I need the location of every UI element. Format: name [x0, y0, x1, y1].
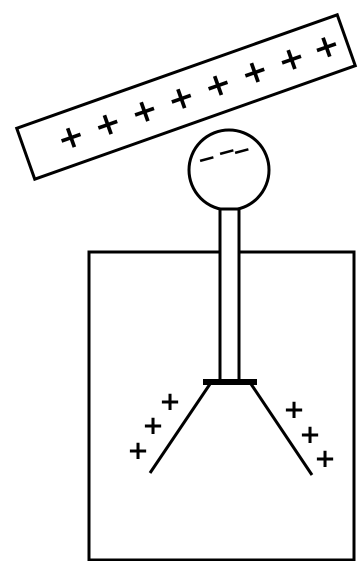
right-leaf-charge-symbol: +	[314, 444, 336, 474]
rod-charge-symbol: +	[307, 24, 345, 69]
left-leaf-charge-symbol: +	[127, 436, 149, 466]
rod-charge-symbol: +	[272, 36, 310, 81]
rod-charge-symbol: +	[88, 101, 126, 146]
stem-base	[203, 379, 257, 385]
electroscope-stem	[220, 209, 239, 382]
left-leaf-charges: + + +	[127, 387, 181, 466]
rod-charges: + + + + + + + +	[52, 24, 345, 159]
rod-charge-symbol: +	[125, 88, 163, 133]
rod-charge-symbol: +	[52, 114, 90, 159]
right-leaf-charges: + + +	[283, 395, 336, 474]
rod-charge-symbol: +	[199, 62, 237, 107]
knob-charge-symbol: −	[195, 145, 219, 174]
knob-charges: − − −	[195, 137, 254, 174]
charged-rod: + + + + + + + +	[17, 15, 356, 179]
rod-charge-symbol: +	[235, 49, 273, 94]
rod-charge-symbol: +	[162, 75, 200, 120]
